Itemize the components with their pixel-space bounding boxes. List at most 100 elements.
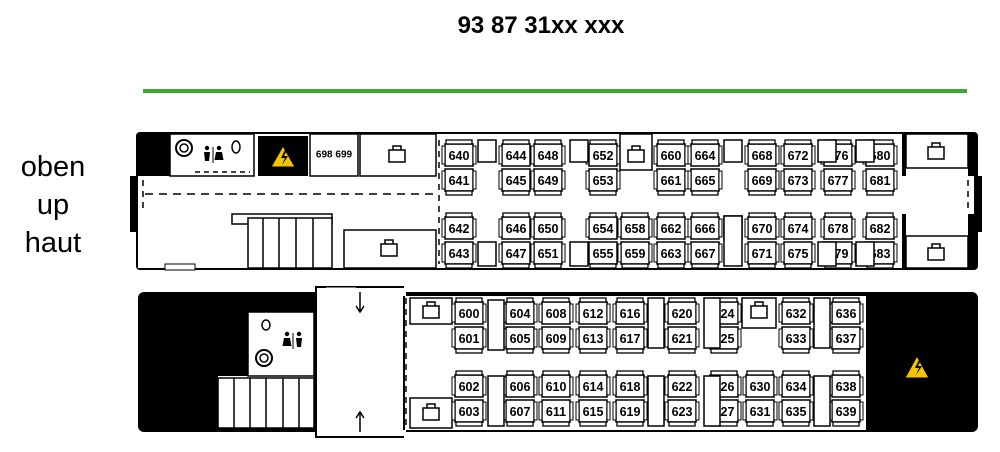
seat[interactable]: 670 [744,212,780,240]
seat[interactable]: 630 [742,370,778,398]
seat[interactable]: 604 [502,297,538,325]
seat[interactable]: 605 [502,326,538,354]
seat[interactable]: 600 [451,297,487,325]
seat[interactable]: 622 [664,370,700,398]
seat[interactable]: 615 [575,399,611,427]
seat[interactable]: 664 [687,139,723,167]
seat[interactable]: 651 [530,241,566,269]
seat[interactable]: 619 [612,399,648,427]
seat[interactable]: 655 [585,241,621,269]
seat[interactable]: 675 [780,241,816,269]
seat[interactable]: 668 [744,139,780,167]
seat[interactable]: 610 [538,370,574,398]
seat[interactable]: 609 [538,326,574,354]
table [703,375,721,427]
seat[interactable]: 647 [498,241,534,269]
seat[interactable]: 643 [441,241,477,269]
seat[interactable]: 674 [780,212,816,240]
seat[interactable]: 639 [828,399,864,427]
seat[interactable]: 638 [828,370,864,398]
seat[interactable]: 616 [612,297,648,325]
upper-door-step [164,263,196,271]
seat[interactable]: 677 [820,168,856,196]
table [569,139,589,163]
coach-number-title: 93 87 31xx xxx [457,12,625,39]
seat-number: 613 [583,332,604,346]
high-voltage-warning-icon [904,354,930,379]
seat-number: 647 [506,247,527,261]
seat[interactable]: 642 [441,212,477,240]
seat-number: 620 [672,307,693,321]
seat[interactable]: 654 [585,212,621,240]
seat[interactable]: 635 [778,399,814,427]
seat[interactable]: 669 [744,168,780,196]
seat[interactable]: 621 [664,326,700,354]
level-label-de: oben [20,151,86,183]
seat[interactable]: 659 [617,241,653,269]
seat[interactable]: 637 [828,326,864,354]
seat[interactable]: 648 [530,139,566,167]
door-arrow-icon [355,292,365,432]
seat[interactable]: 660 [653,139,689,167]
seat[interactable]: 633 [778,326,814,354]
seat-number: 650 [538,222,559,236]
seat[interactable]: 678 [820,212,856,240]
seat[interactable]: 653 [585,168,621,196]
seat[interactable]: 644 [498,139,534,167]
seat[interactable]: 641 [441,168,477,196]
seat-number: 644 [506,149,527,163]
seat[interactable]: 614 [575,370,611,398]
seat[interactable]: 603 [451,399,487,427]
seat-number: 637 [836,332,857,346]
seat[interactable]: 620 [664,297,700,325]
seat[interactable]: 634 [778,370,814,398]
seat[interactable]: 632 [778,297,814,325]
seat[interactable]: 645 [498,168,534,196]
seat[interactable]: 613 [575,326,611,354]
seat[interactable]: 623 [664,399,700,427]
seat-number: 652 [593,149,614,163]
seat[interactable]: 681 [862,168,898,196]
seat[interactable]: 618 [612,370,648,398]
seat-number: 639 [836,405,857,419]
seat[interactable]: 673 [780,168,816,196]
seat-number: 666 [695,222,716,236]
seat[interactable]: 672 [780,139,816,167]
upper-coupler-left [130,176,138,232]
seat[interactable]: 636 [828,297,864,325]
seat[interactable]: 665 [687,168,723,196]
seat[interactable]: 666 [687,212,723,240]
seat[interactable]: 608 [538,297,574,325]
washbasin-icon [261,319,271,331]
seat[interactable]: 606 [502,370,538,398]
seat[interactable]: 658 [617,212,653,240]
seat[interactable]: 661 [653,168,689,196]
seat[interactable]: 640 [441,139,477,167]
seat-number: 663 [661,247,682,261]
seat[interactable]: 663 [653,241,689,269]
level-label-en: up [36,189,70,221]
seat[interactable]: 646 [498,212,534,240]
seat[interactable]: 612 [575,297,611,325]
seat[interactable]: 617 [612,326,648,354]
seat[interactable]: 601 [451,326,487,354]
table [855,241,875,267]
stairs-icon [217,377,315,429]
seat-number: 681 [870,174,891,188]
seat[interactable]: 682 [862,212,898,240]
seat[interactable]: 607 [502,399,538,427]
upper-left-vestibule [138,214,165,268]
seat[interactable]: 667 [687,241,723,269]
seat[interactable]: 611 [538,399,574,427]
seat[interactable]: 652 [585,139,621,167]
seat-number: 664 [695,149,716,163]
seat[interactable]: 602 [451,370,487,398]
seat[interactable]: 671 [744,241,780,269]
seat[interactable]: 662 [653,212,689,240]
seat-number: 634 [786,380,807,394]
seat[interactable]: 631 [742,399,778,427]
seat-number: 683 [870,247,891,261]
seat[interactable]: 650 [530,212,566,240]
seat-number: 677 [828,174,849,188]
seat[interactable]: 649 [530,168,566,196]
